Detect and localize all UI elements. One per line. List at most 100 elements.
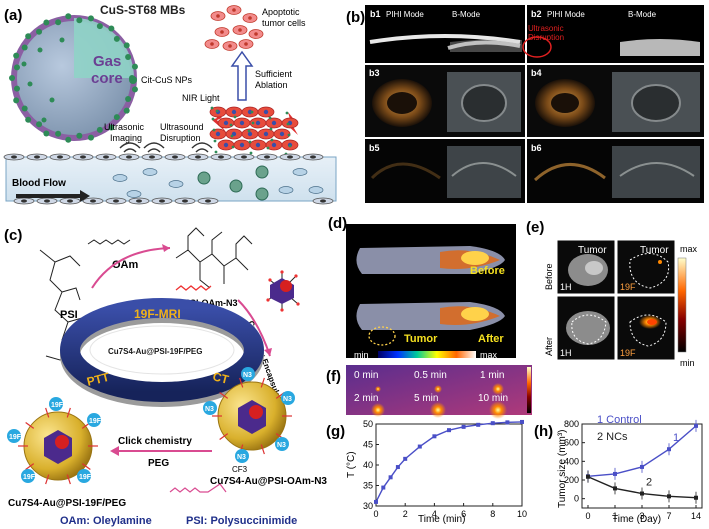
cell-nucleus: [255, 120, 261, 126]
label-badge-text: 19F: [79, 474, 92, 481]
after-label: After: [478, 333, 504, 345]
us-probe-trace: [369, 34, 521, 44]
cu7s4-au-particle: [266, 270, 300, 312]
np-dot: [125, 54, 132, 61]
panel-b: (b) Ultrasonic Disruption b1 PIHI Mode B…: [346, 5, 704, 203]
cell-nucleus: [238, 28, 242, 32]
time-label: 1 min: [480, 370, 504, 381]
h-data-point: [694, 495, 698, 500]
microbubble-small: [255, 165, 269, 179]
cell-nucleus: [215, 131, 221, 137]
panel-f-letter: (f): [326, 368, 341, 385]
np-dot: [286, 122, 290, 126]
label-badge: [49, 397, 63, 411]
np-chain: [260, 444, 265, 455]
cell-nucleus: [228, 44, 232, 48]
np-chain: [239, 377, 244, 388]
gas-core-line2: core: [91, 70, 123, 87]
np-dot: [214, 150, 218, 154]
apoptotic-cells: [204, 5, 264, 51]
label-badge: [235, 449, 249, 463]
h-y-tick-label: 400: [564, 456, 579, 466]
bubble-title: CuS-ST68 MBs: [100, 3, 186, 17]
cell-nucleus: [239, 142, 245, 148]
legend-ncs: 2 NCs: [597, 431, 628, 443]
theranostic-ring: [60, 298, 264, 407]
g-y-tick-label: 40: [363, 460, 373, 470]
panel-e: (e) Before After Tumor 1H Tumor 19F 1H 1…: [526, 219, 698, 368]
np-dot: [65, 136, 72, 143]
ring-title: 19F-MRI: [134, 307, 181, 321]
time-label: 2 min: [354, 393, 378, 404]
cell-nucleus: [247, 109, 253, 115]
np-dot: [96, 126, 103, 133]
b5-tag: b5: [369, 143, 380, 153]
np-dot: [230, 134, 234, 138]
np-dot: [27, 81, 33, 87]
cell-nucleus: [172, 155, 178, 159]
np-chain: [45, 407, 50, 418]
np-dot: [113, 114, 120, 121]
blood-cell: [112, 174, 128, 182]
g-y-tick-label: 30: [363, 501, 373, 511]
cell-nucleus: [247, 131, 253, 137]
np-dot: [211, 117, 215, 121]
thermal-spot: [430, 402, 446, 418]
microbubble-small: [197, 171, 211, 185]
mouse-scan-before: [356, 246, 505, 274]
np-chain: [66, 407, 71, 418]
cell-nucleus: [182, 199, 188, 203]
np-dot: [285, 111, 289, 115]
label-badge-text: N3: [283, 396, 292, 403]
endothelial-cells: [3, 153, 334, 205]
panel-b-letter: (b): [346, 9, 365, 26]
scale-max: max: [480, 350, 498, 360]
cell-nucleus: [90, 199, 96, 203]
label-badge: [275, 437, 289, 451]
cell-nucleus: [159, 199, 165, 203]
np-dot: [233, 115, 237, 119]
np-dot: [123, 107, 130, 114]
tumor-label: Tumor: [640, 245, 669, 256]
np-dot: [21, 61, 27, 67]
time-label: 0.5 min: [414, 370, 447, 381]
h-x-tick-label: 0: [585, 511, 590, 521]
b-mode-label: B-Mode: [628, 10, 657, 19]
reaction-arrow: [91, 247, 171, 289]
us-imaging-line1: Ultrasonic: [104, 122, 145, 132]
np-dot: [49, 97, 55, 103]
blood-flow-label: Blood Flow: [12, 178, 66, 189]
blood-cell: [168, 180, 184, 188]
g-x-tick-label: 10: [517, 509, 527, 519]
g-x-tick-label: 0: [373, 509, 378, 519]
psi-oam-label: PSI-OAm-N3: [184, 298, 238, 308]
h-x-tick-label: 7: [666, 511, 671, 521]
h-data-point: [667, 447, 671, 452]
g-series-line: [375, 421, 523, 503]
cell-nucleus: [254, 32, 258, 36]
ablation-arrow: [230, 50, 254, 101]
np-chain: [260, 377, 265, 388]
np-dot: [21, 44, 28, 51]
g-x-tick-label: 2: [403, 509, 408, 519]
label-badge-text: N3: [205, 406, 214, 413]
pihi-mode-label: PIHI Mode: [547, 10, 585, 19]
h1-label: 1H: [560, 348, 572, 358]
cell-nucleus: [255, 142, 261, 148]
np-dot: [13, 52, 20, 59]
cell-nucleus: [149, 155, 155, 159]
label-badge: [87, 413, 101, 427]
g-y-tick-label: 35: [363, 481, 373, 491]
apoptotic-line2: tumor cells: [262, 18, 306, 28]
g-data-point: [476, 422, 481, 427]
np-dot: [125, 95, 132, 102]
cell-nucleus: [103, 155, 109, 159]
panel-h-letter: (h): [534, 423, 553, 440]
ct-label: CT: [211, 369, 231, 387]
g-x-axis-label: Time (min): [418, 514, 465, 525]
h-series-label: 2: [646, 477, 652, 489]
np-dot: [87, 15, 94, 22]
np-dot: [36, 28, 43, 35]
h-x-tick-label: 14: [691, 511, 701, 521]
